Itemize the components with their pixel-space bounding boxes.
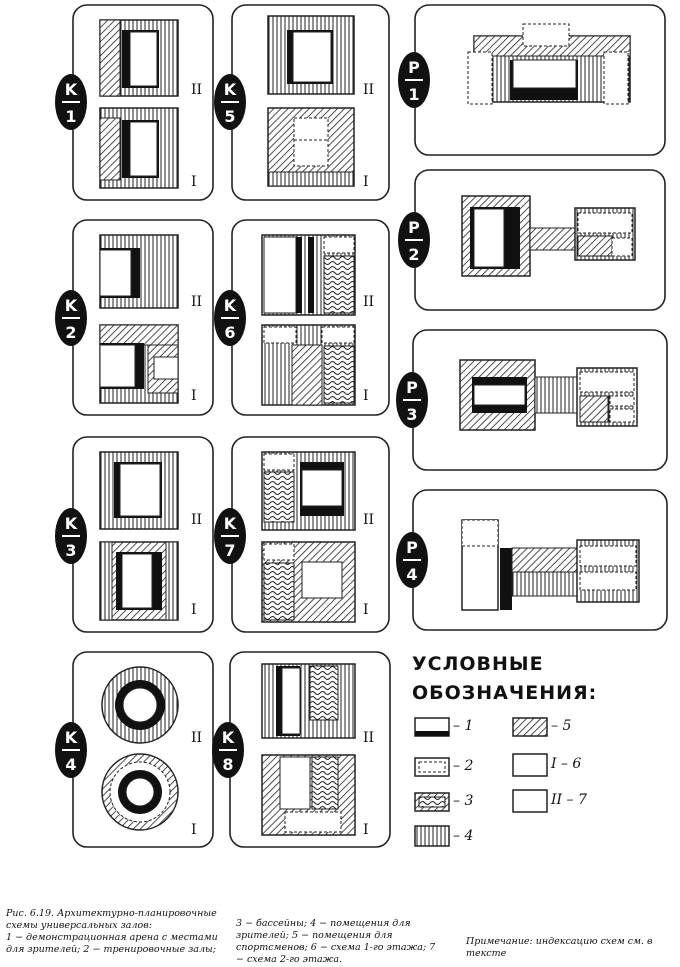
legend-label-6: I – 6 <box>551 756 582 772</box>
floor-label: II <box>363 294 374 310</box>
panel-k7 <box>231 436 390 633</box>
badge-letter: P <box>406 378 418 397</box>
badge-number: 5 <box>224 107 235 126</box>
floor-label: I <box>191 822 197 838</box>
legend-title-line-1: УСЛОВНЫЕ <box>412 653 544 675</box>
legend-swatch-2 <box>414 757 450 777</box>
badge-number: 3 <box>65 541 76 560</box>
caption-col-2: 3 − бассейны; 4 − помещения для зрителей… <box>236 918 448 966</box>
caption-line: для зрителей; 2 − тренировочные залы; <box>6 944 216 955</box>
badge-number: 2 <box>65 323 76 342</box>
floor-label: II <box>191 82 202 98</box>
floor-label: II <box>191 294 202 310</box>
badge-p2: P2 <box>398 212 430 268</box>
legend-swatch-3 <box>414 792 450 812</box>
legend-label-1: – 1 <box>453 718 474 734</box>
panel-k2 <box>72 219 214 416</box>
badge-k2: K2 <box>55 290 87 346</box>
badge-k5: K5 <box>214 74 246 130</box>
legend-label-2: – 2 <box>453 758 474 774</box>
badge-letter: K <box>224 514 237 533</box>
badge-number: 4 <box>406 565 417 584</box>
badge-k7: K7 <box>214 508 246 564</box>
caption-line: тексте <box>466 948 507 959</box>
badge-number: 3 <box>406 405 417 424</box>
badge-k4: K4 <box>55 722 87 778</box>
floor-label: II <box>363 82 374 98</box>
caption-line: 3 − бассейны; 4 − помещения для <box>236 918 411 929</box>
caption-col-1: Рис. 6.19. Архитектурно-планировочные сх… <box>6 908 221 956</box>
badge-letter: K <box>65 296 78 315</box>
floor-label: I <box>363 822 369 838</box>
badge-k8: K8 <box>212 722 244 778</box>
legend-label-3: – 3 <box>453 793 474 809</box>
legend-swatch-4 <box>414 825 450 847</box>
legend-swatch-1 <box>414 717 450 737</box>
badge-k1: K1 <box>55 74 87 130</box>
floor-label: I <box>363 174 369 190</box>
badge-letter: K <box>65 514 78 533</box>
badge-p3: P3 <box>396 372 428 428</box>
legend-label-5: – 5 <box>551 718 572 734</box>
legend-title: УСЛОВНЫЕ ОБОЗНАЧЕНИЯ: <box>412 650 597 708</box>
legend-swatch-6 <box>512 753 548 777</box>
badge-letter: P <box>406 538 418 557</box>
caption-line: 1 − демонстрационная арена с местами <box>6 932 218 943</box>
legend-swatch-5 <box>512 717 548 737</box>
legend-swatch-7 <box>512 789 548 813</box>
panel-k4 <box>72 651 214 848</box>
legend-label-4: – 4 <box>453 828 474 844</box>
badge-k3: K3 <box>55 508 87 564</box>
legend-title-line-2: ОБОЗНАЧЕНИЯ: <box>412 682 598 704</box>
caption-line: зрителей; 5 − помещения для <box>236 930 393 941</box>
legend-swatches <box>414 717 548 847</box>
caption-col-3: Примечание: индексацию схем см. в тексте <box>466 936 666 960</box>
panel-p4 <box>412 489 668 631</box>
panel-k5 <box>231 4 390 201</box>
caption-line: − схема 2-го этажа. <box>236 954 343 965</box>
caption-line: спортсменов; 6 − схема 1-го этажа; 7 <box>236 942 436 953</box>
badge-number: 1 <box>408 85 419 104</box>
badge-number: 8 <box>222 755 233 774</box>
caption-line: Примечание: индексацию схем см. в <box>466 936 653 947</box>
panel-k1 <box>72 4 214 201</box>
badge-letter: K <box>224 80 237 99</box>
badge-p4: P4 <box>396 532 428 588</box>
floor-label: II <box>363 730 374 746</box>
legend-label-7: II – 7 <box>551 792 587 808</box>
badge-letter: K <box>65 728 78 747</box>
floor-label: II <box>363 512 374 528</box>
badge-number: 4 <box>65 755 76 774</box>
floor-label: I <box>191 174 197 190</box>
caption-line: Рис. 6.19. Архитектурно-планировочные <box>6 908 217 919</box>
badge-letter: K <box>65 80 78 99</box>
badge-number: 1 <box>65 107 76 126</box>
badge-number: 7 <box>224 541 235 560</box>
panel-p3 <box>412 329 668 471</box>
floor-label: II <box>191 512 202 528</box>
floor-label: I <box>191 388 197 404</box>
panel-p1 <box>414 4 666 156</box>
floor-label: I <box>191 602 197 618</box>
panel-p2 <box>414 169 666 311</box>
panel-k8 <box>229 651 391 848</box>
badge-letter: P <box>408 58 420 77</box>
floor-label: I <box>363 602 369 618</box>
badge-p1: P1 <box>398 52 430 108</box>
badge-letter: K <box>224 296 237 315</box>
badge-number: 6 <box>224 323 235 342</box>
caption-line: схемы универсальных залов: <box>6 920 152 931</box>
badge-number: 2 <box>408 245 419 264</box>
badge-k6: K6 <box>214 290 246 346</box>
panel-k6 <box>231 219 390 416</box>
badge-letter: K <box>222 728 235 747</box>
panel-k3 <box>72 436 214 633</box>
badge-letter: P <box>408 218 420 237</box>
floor-label: I <box>363 388 369 404</box>
floor-label: II <box>191 730 202 746</box>
